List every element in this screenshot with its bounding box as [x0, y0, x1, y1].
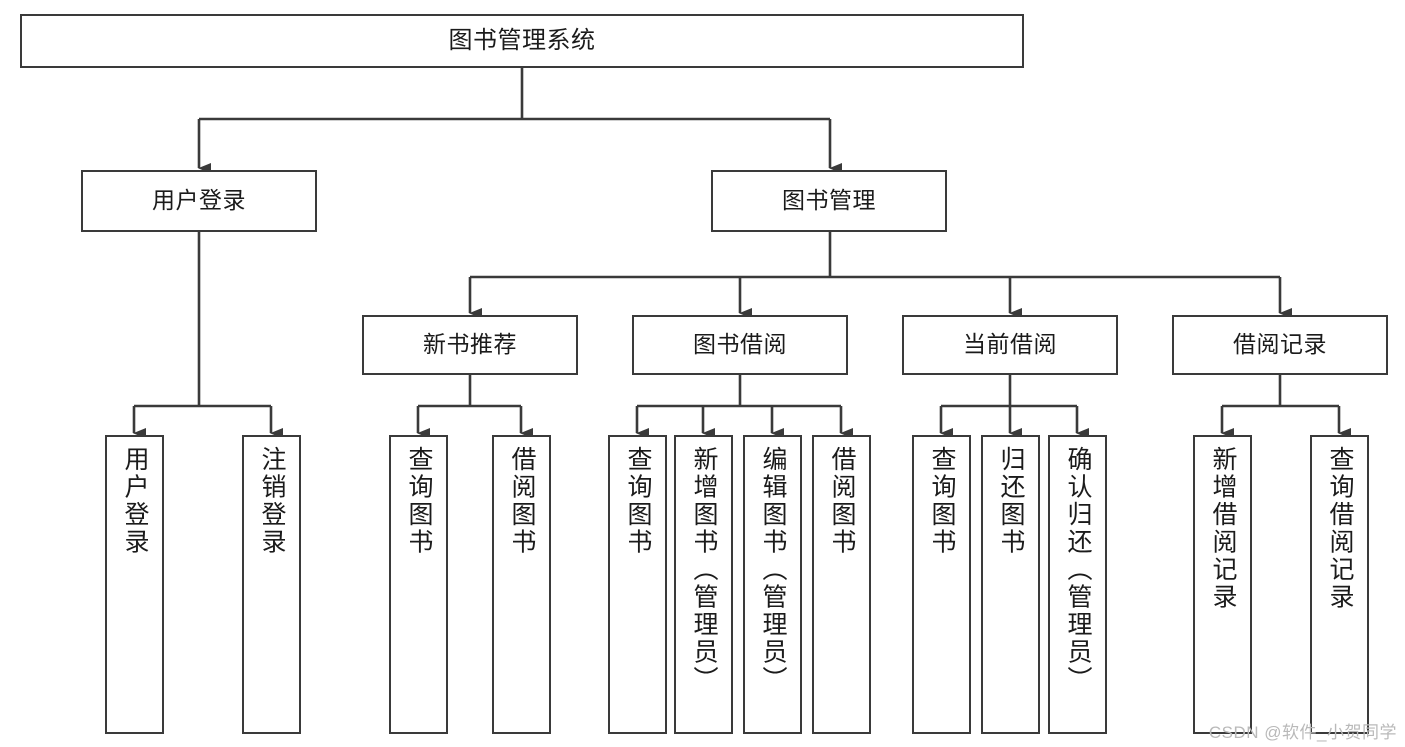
leaf-confirm-return-admin[interactable]: 确认归还（管理员） — [1048, 435, 1107, 734]
node-new-book-recommend[interactable]: 新书推荐 — [362, 315, 578, 375]
node-borrow-records[interactable]: 借阅记录 — [1172, 315, 1388, 375]
node-book-management[interactable]: 图书管理 — [711, 170, 947, 232]
node-label: 借阅记录 — [1233, 331, 1327, 358]
leaf-query-borrow-record[interactable]: 查询借阅记录 — [1310, 435, 1369, 734]
node-label: 归还图书 — [997, 446, 1025, 556]
node-user-login[interactable]: 用户登录 — [81, 170, 317, 232]
node-label: 图书借阅 — [693, 331, 787, 358]
leaf-add-book-admin[interactable]: 新增图书（管理员） — [674, 435, 733, 734]
node-label: 新增图书（管理员） — [690, 446, 718, 694]
leaf-query-book-recommend[interactable]: 查询图书 — [389, 435, 448, 734]
node-label: 查询图书 — [405, 446, 433, 556]
node-label: 编辑图书（管理员） — [759, 446, 787, 694]
leaf-query-book-current[interactable]: 查询图书 — [912, 435, 971, 734]
node-label: 新书推荐 — [423, 331, 517, 358]
node-label: 新增借阅记录 — [1209, 446, 1237, 611]
leaf-edit-book-admin[interactable]: 编辑图书（管理员） — [743, 435, 802, 734]
node-label: 确认归还（管理员） — [1064, 446, 1092, 694]
node-label: 借阅图书 — [828, 446, 856, 556]
leaf-return-book[interactable]: 归还图书 — [981, 435, 1040, 734]
node-label: 查询图书 — [624, 446, 652, 556]
node-label: 借阅图书 — [508, 446, 536, 556]
node-label: 用户登录 — [121, 446, 149, 556]
node-root-system[interactable]: 图书管理系统 — [20, 14, 1024, 68]
node-label: 注销登录 — [258, 446, 286, 556]
leaf-borrow-book[interactable]: 借阅图书 — [812, 435, 871, 734]
node-label: 查询图书 — [928, 446, 956, 556]
leaf-logout[interactable]: 注销登录 — [242, 435, 301, 734]
csdn-watermark: CSDN @软件_小贺同学 — [1208, 723, 1397, 742]
node-label: 图书管理 — [782, 187, 876, 214]
node-book-borrow[interactable]: 图书借阅 — [632, 315, 848, 375]
node-label: 当前借阅 — [963, 331, 1057, 358]
node-label: 图书管理系统 — [448, 26, 596, 54]
leaf-user-login[interactable]: 用户登录 — [105, 435, 164, 734]
leaf-add-borrow-record[interactable]: 新增借阅记录 — [1193, 435, 1252, 734]
leaf-borrow-book-recommend[interactable]: 借阅图书 — [492, 435, 551, 734]
node-current-borrow[interactable]: 当前借阅 — [902, 315, 1118, 375]
leaf-query-book-borrow[interactable]: 查询图书 — [608, 435, 667, 734]
node-label: 用户登录 — [152, 187, 246, 214]
node-label: 查询借阅记录 — [1326, 446, 1354, 611]
